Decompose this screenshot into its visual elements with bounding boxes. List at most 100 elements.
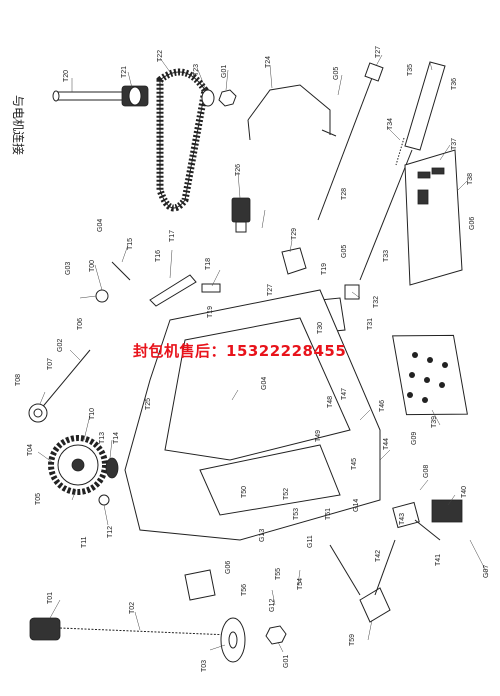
label-g11: G11	[307, 535, 314, 548]
screw-t02	[59, 627, 231, 636]
rod-t27	[317, 69, 376, 221]
label-t44: T44	[383, 438, 390, 450]
label-g04b: G04	[261, 377, 268, 390]
label-t14: T14	[113, 432, 120, 444]
label-g01: G01	[221, 65, 228, 78]
knob-t01	[29, 617, 61, 641]
bearing-t13	[105, 457, 119, 479]
eye-t00	[95, 289, 109, 303]
label-t39: T39	[431, 416, 438, 428]
part-t12	[98, 494, 110, 506]
label-t31: T31	[367, 318, 374, 330]
shaft-t20	[52, 90, 126, 102]
label-t10: T10	[89, 408, 96, 420]
pin-t15	[111, 261, 131, 281]
label-t48: T48	[327, 396, 334, 408]
label-t04: T04	[27, 444, 34, 456]
label-t02: T02	[129, 602, 136, 614]
bracket-t50	[184, 569, 216, 601]
label-t56: T56	[241, 584, 248, 596]
label-t17: T17	[169, 230, 176, 242]
plate-t39	[392, 334, 468, 416]
washer-t23	[201, 89, 215, 107]
label-t33: T33	[383, 250, 390, 262]
label-t00: T00	[89, 260, 96, 272]
label-t32: T32	[373, 296, 380, 308]
label-g12: G12	[269, 599, 276, 612]
label-t07: T07	[47, 358, 54, 370]
label-g03: G03	[65, 262, 72, 275]
gear-t10	[48, 435, 108, 495]
label-t34: T34	[387, 118, 394, 130]
side-caption: 与电机连接	[11, 95, 26, 155]
rod-t07	[39, 349, 91, 411]
cylinder-t35	[359, 61, 446, 281]
label-t40: T40	[461, 486, 468, 498]
label-g05b: G05	[341, 245, 348, 258]
label-t28: T28	[341, 188, 348, 200]
plate-t37	[404, 149, 463, 286]
label-t46: T46	[379, 400, 386, 412]
label-t25: T25	[145, 398, 152, 410]
label-t16: T16	[155, 250, 162, 262]
label-t43: T43	[399, 513, 406, 525]
label-t08: T08	[15, 374, 22, 386]
label-g14: G14	[353, 499, 360, 512]
label-t37: T37	[451, 138, 458, 150]
screw-assembly	[29, 617, 287, 663]
label-t35: T35	[407, 64, 414, 76]
label-g02: G02	[57, 339, 64, 352]
nut-g01	[218, 89, 237, 107]
label-t22: T22	[157, 50, 164, 62]
timing-belt-t22	[156, 68, 209, 212]
link-t18	[201, 283, 221, 293]
label-g05: G05	[333, 67, 340, 80]
label-t21: T21	[121, 66, 128, 78]
label-t18: T18	[205, 258, 212, 270]
label-t52: T52	[283, 488, 290, 500]
pulley-t21	[121, 85, 149, 107]
label-t27: T27	[375, 46, 382, 58]
label-g06b: G06	[225, 561, 232, 574]
label-g08: G08	[423, 465, 430, 478]
label-g13: G13	[259, 529, 266, 542]
label-t49: T49	[315, 430, 322, 442]
part-t59	[359, 587, 391, 623]
label-g06: G06	[469, 217, 476, 230]
label-t54: T54	[297, 578, 304, 590]
nut-g01b	[265, 625, 287, 645]
label-g07: G07	[483, 565, 490, 578]
frame-t25	[124, 289, 381, 541]
label-t26: T26	[235, 164, 242, 176]
label-t19b: T19	[207, 306, 214, 318]
block-t40	[431, 499, 463, 523]
label-t05: T05	[35, 493, 42, 505]
label-g09: G09	[411, 432, 418, 445]
label-t23: T23	[193, 64, 200, 76]
label-t11: T11	[81, 536, 88, 548]
label-g01b: G01	[283, 655, 290, 668]
label-t59: T59	[349, 634, 356, 646]
label-g04: G04	[97, 219, 104, 232]
label-t15: T15	[127, 238, 134, 250]
rod-t56	[329, 544, 361, 596]
label-t29: T29	[291, 228, 298, 240]
knob-t28	[231, 197, 251, 233]
label-t30: T30	[317, 322, 324, 334]
label-t24: T24	[265, 56, 272, 68]
label-t42: T42	[375, 550, 382, 562]
lever-t16	[149, 274, 197, 307]
label-t20: T20	[63, 70, 70, 82]
label-t19: T19	[321, 263, 328, 275]
label-t12: T12	[107, 526, 114, 538]
block-t43	[392, 501, 420, 529]
bracket-t24	[247, 84, 337, 141]
label-t38: T38	[467, 173, 474, 185]
label-t06: T06	[77, 318, 84, 330]
label-t47: T47	[341, 388, 348, 400]
label-t36: T36	[451, 78, 458, 90]
label-t27b: T27	[267, 284, 274, 296]
leader-lines	[37, 54, 489, 653]
label-t41: T41	[435, 554, 442, 566]
